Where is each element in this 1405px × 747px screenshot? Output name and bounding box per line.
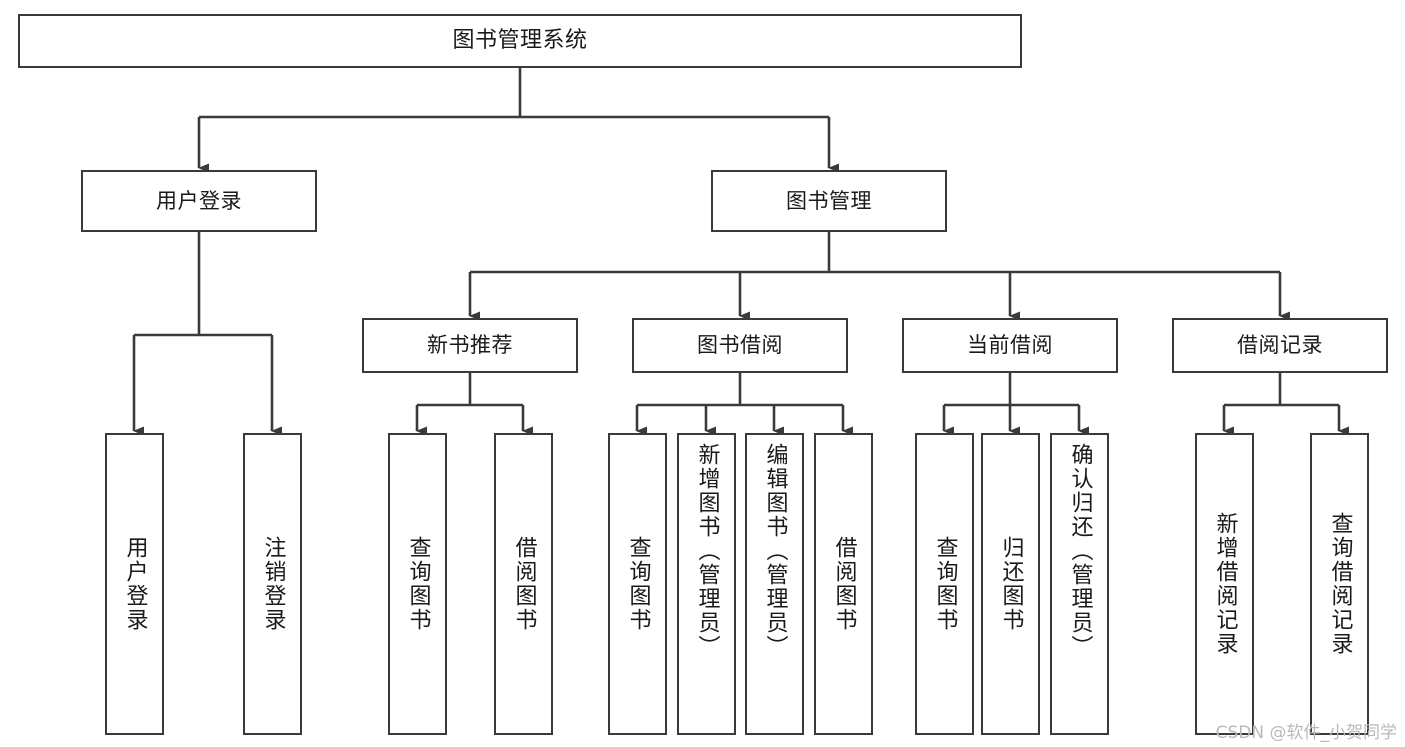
node-label: 查询图书 [405, 536, 431, 632]
node-label: 图书借阅 [697, 333, 783, 358]
node-book-manage[interactable]: 图书管理 [711, 170, 947, 232]
node-label: 编辑图书（管理员） [762, 443, 788, 659]
node-label: 归还图书 [998, 536, 1024, 632]
node-leaf-user-logout[interactable]: 注销登录 [243, 433, 302, 735]
node-leaf-add-book[interactable]: 新增图书（管理员） [677, 433, 736, 735]
node-leaf-borrow-book-1[interactable]: 借阅图书 [494, 433, 553, 735]
node-new-book-recommend[interactable]: 新书推荐 [362, 318, 578, 373]
node-leaf-add-record[interactable]: 新增借阅记录 [1195, 433, 1254, 735]
node-label: 确认归还（管理员） [1067, 443, 1093, 659]
node-user-login[interactable]: 用户登录 [81, 170, 317, 232]
node-root-system[interactable]: 图书管理系统 [18, 14, 1022, 68]
node-label: 借阅图书 [511, 536, 537, 632]
node-leaf-query-book-3[interactable]: 查询图书 [915, 433, 974, 735]
node-label: 查询图书 [625, 536, 651, 632]
node-label: 图书管理系统 [452, 28, 588, 54]
node-current-borrow[interactable]: 当前借阅 [902, 318, 1118, 373]
node-label: 借阅记录 [1237, 333, 1323, 358]
node-borrow-record[interactable]: 借阅记录 [1172, 318, 1388, 373]
node-label: 新增借阅记录 [1212, 512, 1238, 656]
csdn-watermark: CSDN @软件_小贺同学 [1215, 723, 1397, 743]
node-label: 图书管理 [786, 188, 872, 213]
node-leaf-return-book[interactable]: 归还图书 [981, 433, 1040, 735]
node-label: 当前借阅 [967, 333, 1053, 358]
node-label: 注销登录 [260, 536, 286, 632]
node-label: 借阅图书 [831, 536, 857, 632]
node-label: 查询图书 [932, 536, 958, 632]
node-label: 用户登录 [122, 536, 148, 632]
node-label: 新书推荐 [427, 333, 513, 358]
node-label: 查询借阅记录 [1327, 512, 1353, 656]
node-leaf-query-record[interactable]: 查询借阅记录 [1310, 433, 1369, 735]
node-leaf-confirm-return[interactable]: 确认归还（管理员） [1050, 433, 1109, 735]
node-label: 新增图书（管理员） [694, 443, 720, 659]
node-leaf-edit-book[interactable]: 编辑图书（管理员） [745, 433, 804, 735]
node-book-borrow[interactable]: 图书借阅 [632, 318, 848, 373]
node-leaf-query-book-1[interactable]: 查询图书 [388, 433, 447, 735]
node-leaf-query-book-2[interactable]: 查询图书 [608, 433, 667, 735]
node-leaf-borrow-book-2[interactable]: 借阅图书 [814, 433, 873, 735]
node-leaf-user-login[interactable]: 用户登录 [105, 433, 164, 735]
node-label: 用户登录 [156, 188, 242, 213]
